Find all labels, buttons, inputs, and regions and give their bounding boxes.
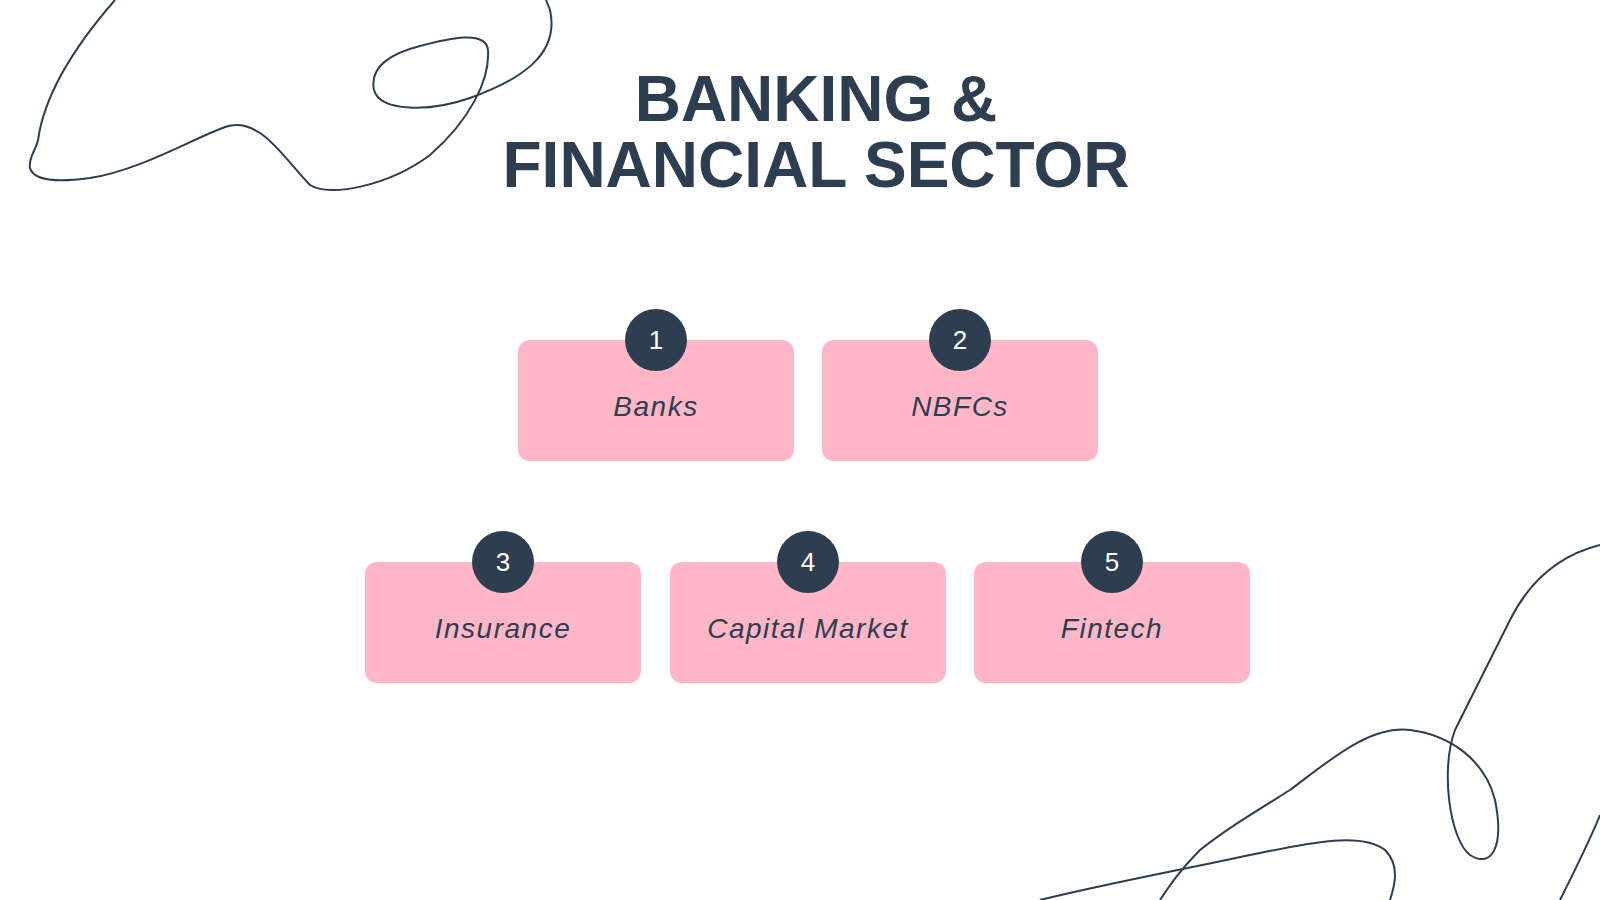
callout-number-text: 1 bbox=[649, 325, 663, 356]
category-label: Capital Market bbox=[707, 601, 909, 645]
callout-number: 3 bbox=[472, 531, 534, 593]
category-label: NBFCs bbox=[911, 379, 1009, 423]
callout-number-text: 5 bbox=[1105, 547, 1119, 578]
callout-number: 5 bbox=[1081, 531, 1143, 593]
callout-number: 1 bbox=[625, 309, 687, 371]
callout-number-text: 3 bbox=[496, 547, 510, 578]
callout-number: 2 bbox=[929, 309, 991, 371]
category-label: Insurance bbox=[435, 601, 571, 645]
squiggle-line bbox=[1560, 815, 1600, 900]
squiggle-line bbox=[1040, 840, 1395, 900]
callout-number-text: 4 bbox=[801, 547, 815, 578]
callout-number: 4 bbox=[777, 531, 839, 593]
diagram-title: BANKING & FINANCIAL SECTOR bbox=[456, 66, 1176, 198]
category-label: Fintech bbox=[1061, 601, 1163, 645]
callout-number-text: 2 bbox=[953, 325, 967, 356]
category-label: Banks bbox=[613, 379, 698, 423]
squiggle-line bbox=[30, 0, 552, 190]
